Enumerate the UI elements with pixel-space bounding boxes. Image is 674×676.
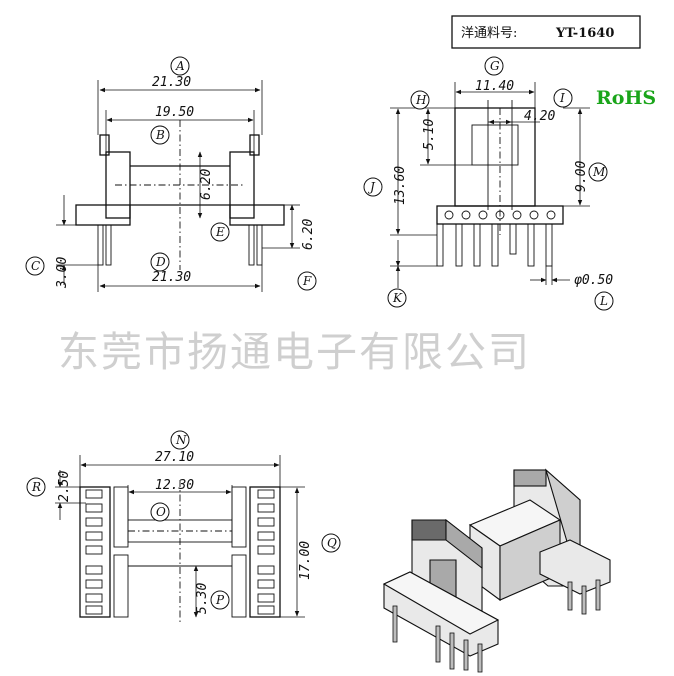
part-number-frame xyxy=(451,15,641,49)
svg-text:I: I xyxy=(559,91,565,105)
svg-text:A: A xyxy=(175,59,185,73)
company-watermark: 东莞市扬通电子有限公司 xyxy=(58,328,531,376)
dim-b-value: 19.50 xyxy=(155,105,194,120)
part-number-label: 洋通料号: xyxy=(461,26,517,41)
dim-a-value: 21.30 xyxy=(152,75,191,90)
tag-p: P xyxy=(210,590,230,610)
tag-j: J xyxy=(363,177,383,197)
dim-e-value: 6.20 xyxy=(199,169,214,200)
svg-text:O: O xyxy=(156,505,166,519)
letter-tags: A B C D E F G H I J K L M N O P Q R xyxy=(25,56,614,610)
tag-o: O xyxy=(150,502,170,522)
dim-o-value: 12.30 xyxy=(155,478,194,493)
dim-c-value: 3.00 xyxy=(55,257,70,289)
svg-text:N: N xyxy=(175,433,187,447)
part-number-value: YT-1640 xyxy=(555,26,614,41)
bottom-view: 27.10 12.30 2.50 5.30 17.00 xyxy=(55,450,313,625)
tag-q: Q xyxy=(321,533,341,553)
dim-r-value: 2.50 xyxy=(57,471,72,502)
dim-l-value: φ0.50 xyxy=(574,273,613,288)
dim-n-value: 27.10 xyxy=(155,450,194,465)
svg-text:P: P xyxy=(215,593,225,607)
tag-a: A xyxy=(170,56,190,76)
svg-text:D: D xyxy=(155,255,166,269)
tag-r: R xyxy=(26,477,46,497)
tag-g: G xyxy=(484,56,504,76)
svg-text:R: R xyxy=(31,480,41,494)
svg-text:H: H xyxy=(415,93,427,107)
dim-g-value: 11.40 xyxy=(475,79,514,94)
tag-h: H xyxy=(410,90,430,110)
tag-m: M xyxy=(588,162,608,182)
tag-c: C xyxy=(25,256,45,276)
tag-n: N xyxy=(170,430,190,450)
dim-h-value: 5.10 xyxy=(422,119,437,150)
dim-f-value: 6.20 xyxy=(301,219,316,250)
rohs-mark: RoHS xyxy=(596,87,656,109)
tag-i: I xyxy=(553,88,573,108)
svg-text:B: B xyxy=(155,128,165,142)
front-view: 21.30 19.50 6.20 6.20 3.00 21.30 xyxy=(55,75,316,292)
svg-text:Q: Q xyxy=(327,536,337,550)
dim-p-value: 5.30 xyxy=(195,583,210,614)
dim-d-value: 21.30 xyxy=(152,270,191,285)
tag-b: B xyxy=(150,125,170,145)
svg-text:K: K xyxy=(392,291,403,305)
svg-text:E: E xyxy=(215,225,225,239)
dim-i-value: 4.20 xyxy=(524,109,555,124)
tag-f: F xyxy=(297,271,317,291)
svg-text:G: G xyxy=(490,59,500,73)
dim-q-value: 17.00 xyxy=(298,541,313,580)
tag-e: E xyxy=(210,222,230,242)
dim-m-value: 9.00 xyxy=(574,161,589,192)
isometric-view xyxy=(382,468,611,673)
svg-text:C: C xyxy=(31,259,40,273)
side-view: 11.40 4.20 5.10 13.60 9.00 φ0.50 xyxy=(390,79,613,288)
svg-text:M: M xyxy=(592,165,606,179)
svg-text:L: L xyxy=(599,294,608,308)
tag-d: D xyxy=(150,252,170,272)
svg-text:F: F xyxy=(302,274,312,288)
tag-k: K xyxy=(387,288,407,308)
svg-text:J: J xyxy=(367,180,376,194)
tag-l: L xyxy=(594,291,614,311)
dim-j-value: 13.60 xyxy=(393,166,408,205)
part-number-box: 洋通料号: YT-1640 xyxy=(451,15,641,49)
